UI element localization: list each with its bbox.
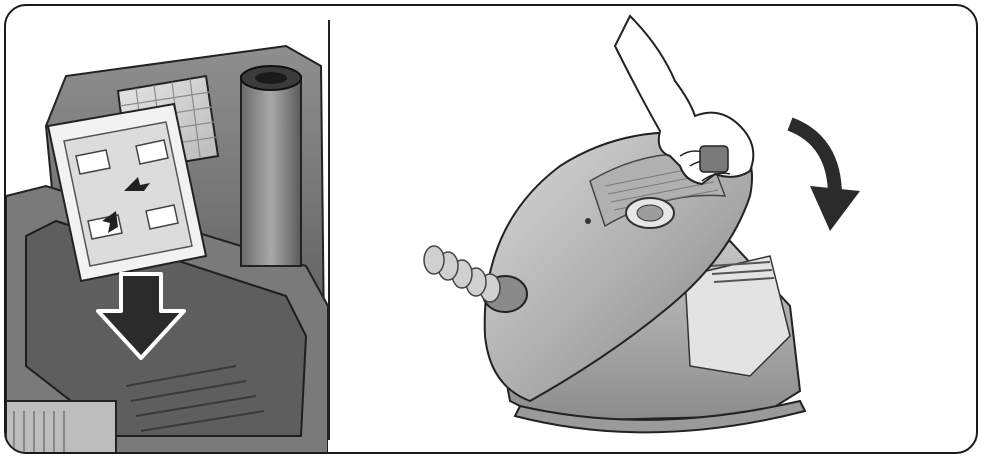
illustration-frame bbox=[4, 4, 978, 454]
vacuum-interior-drawing bbox=[6, 44, 328, 452]
rotate-clockwise-arrow-icon bbox=[810, 186, 860, 231]
tray-ribs bbox=[125, 365, 265, 432]
release-arrow-icon-2 bbox=[102, 211, 118, 233]
base-skid bbox=[513, 399, 807, 434]
exhaust-tube bbox=[240, 75, 302, 267]
rotate-arrow-shaft bbox=[787, 117, 842, 197]
panel-divider bbox=[328, 20, 330, 440]
indicator-dot bbox=[585, 218, 591, 224]
vacuum-lid bbox=[483, 131, 753, 403]
bag-compartment bbox=[684, 255, 791, 377]
front-bumper bbox=[6, 400, 117, 452]
hand-lifting-lid bbox=[613, 14, 755, 186]
vacuum-lid-drawing bbox=[423, 14, 860, 434]
bumper-ridges bbox=[13, 411, 65, 452]
right-illustration-panel bbox=[330, 6, 976, 452]
left-illustration-panel bbox=[6, 6, 328, 452]
hose bbox=[423, 245, 501, 303]
base-tread bbox=[709, 261, 775, 283]
lid-release-handle bbox=[699, 145, 729, 173]
down-arrow-icon bbox=[96, 272, 186, 360]
release-arrow-icon bbox=[124, 177, 150, 191]
